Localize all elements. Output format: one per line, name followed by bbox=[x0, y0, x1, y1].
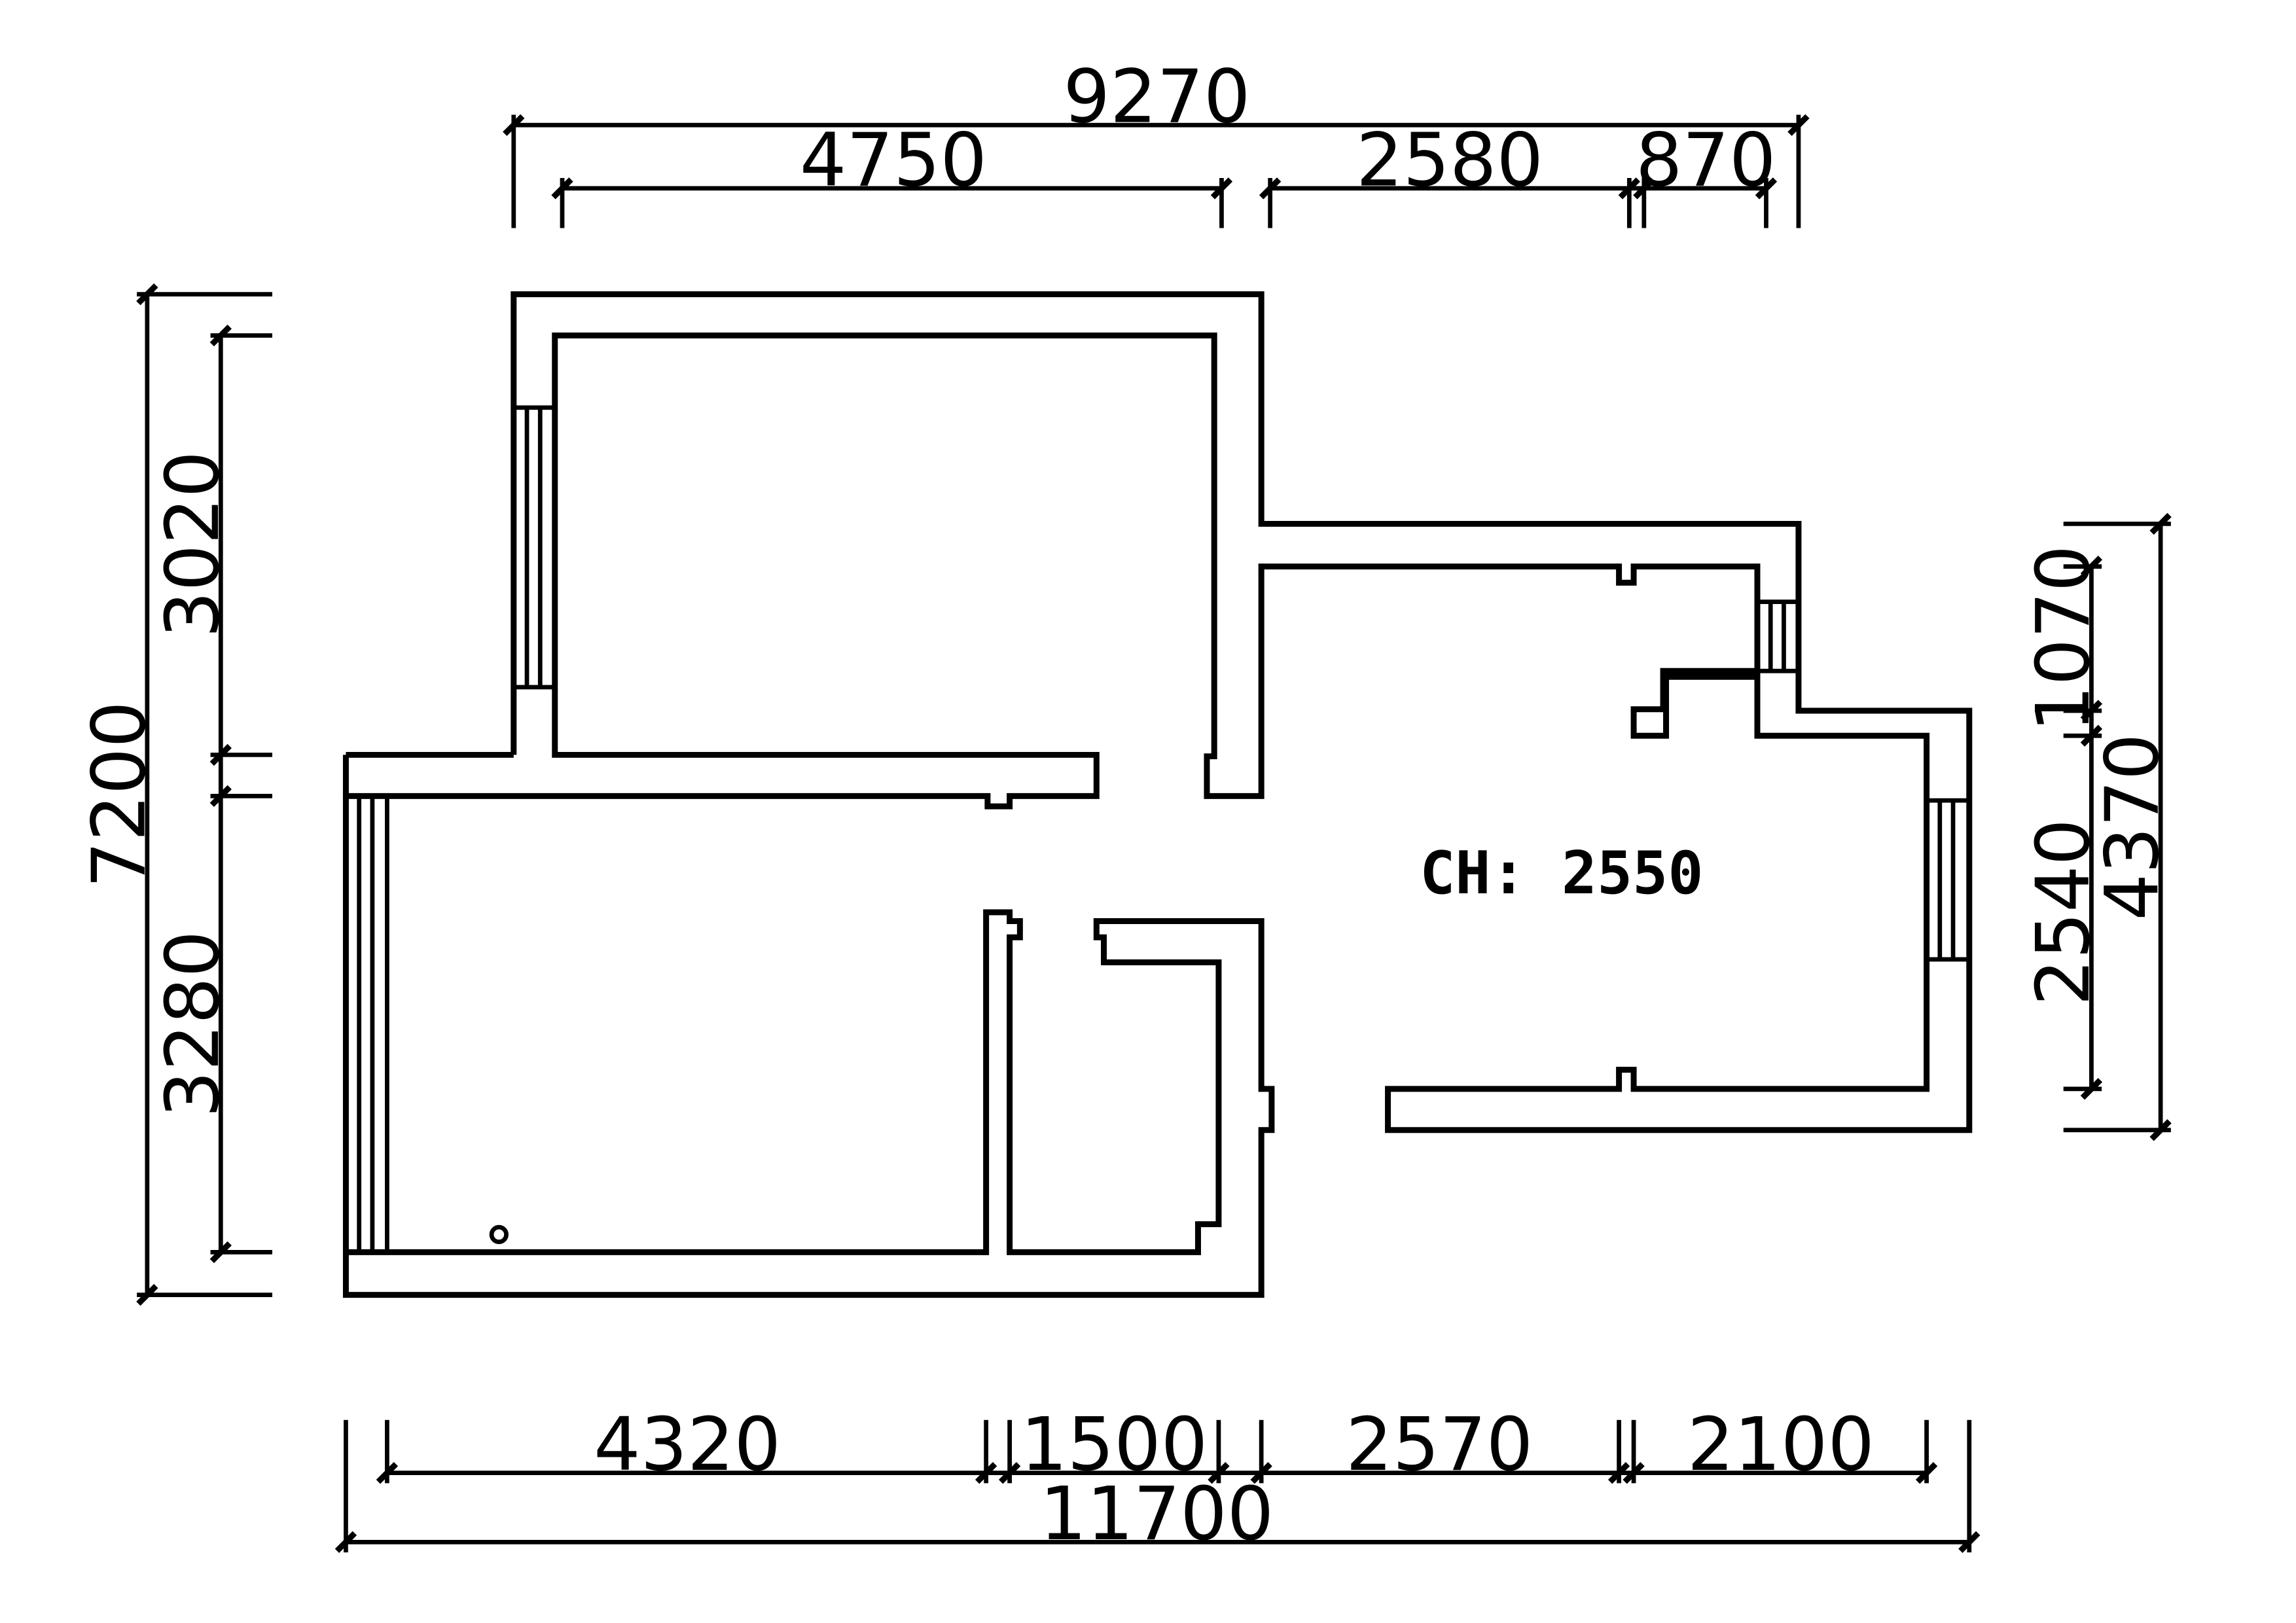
dim-right-lower: 2540 bbox=[2020, 819, 2106, 1006]
dim-bottom-a: 4320 bbox=[594, 1402, 781, 1488]
dimensions-left bbox=[136, 283, 273, 1306]
dimensions-right bbox=[2063, 512, 2172, 1141]
dim-bottom-total: 11700 bbox=[1040, 1471, 1274, 1557]
dim-right-upper: 1070 bbox=[2020, 545, 2106, 732]
window-right-lower bbox=[1924, 798, 1972, 962]
dim-top-b: 2580 bbox=[1356, 117, 1543, 203]
dim-left-total: 7200 bbox=[76, 701, 162, 888]
window-upper-left bbox=[511, 405, 558, 690]
dimensions-top bbox=[503, 114, 1810, 228]
dim-bottom-c: 2570 bbox=[1346, 1402, 1533, 1488]
dim-top-c: 870 bbox=[1636, 117, 1776, 203]
dim-top-a: 4750 bbox=[800, 117, 987, 203]
dim-left-upper: 3020 bbox=[150, 451, 236, 638]
walls bbox=[342, 291, 1973, 1298]
dim-top-total: 9270 bbox=[1063, 54, 1250, 140]
ceiling-height-label: CH: 2550 bbox=[1420, 840, 1703, 908]
dim-left-lower: 3280 bbox=[150, 931, 236, 1118]
windows bbox=[344, 405, 1972, 1255]
drain-icon bbox=[489, 1224, 509, 1245]
dim-bottom-b: 1500 bbox=[1020, 1402, 1208, 1488]
window-right-upper bbox=[1755, 599, 1801, 673]
dimensions-bottom bbox=[334, 1419, 1981, 1554]
wall-outer-upper-room bbox=[342, 291, 1973, 1298]
window-lower-left bbox=[344, 794, 389, 1255]
dim-bottom-d: 2100 bbox=[1687, 1402, 1874, 1488]
dim-right-total: 4370 bbox=[2090, 734, 2176, 921]
